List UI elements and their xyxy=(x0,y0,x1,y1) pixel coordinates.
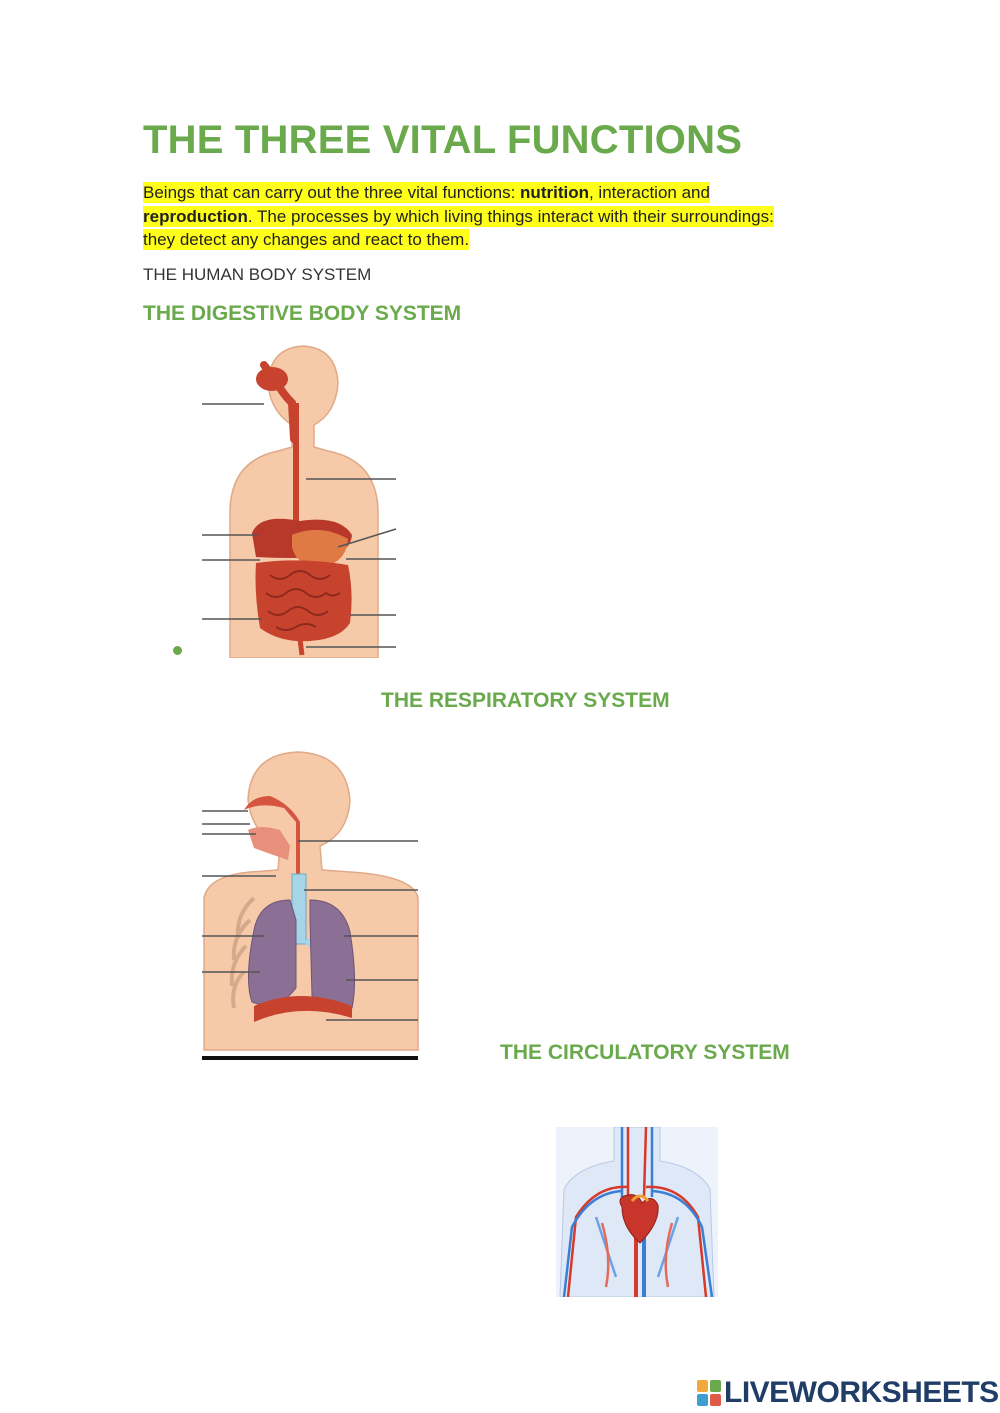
circulatory-system-diagram xyxy=(556,1127,718,1297)
intro-text-3: . The processes by which living things i… xyxy=(143,206,774,250)
liveworksheets-logo-icon xyxy=(697,1380,721,1406)
brand-name: LIVEWORKSHEETS xyxy=(724,1376,999,1409)
bullet-dot xyxy=(173,646,182,655)
subtitle-human-body: THE HUMAN BODY SYSTEM xyxy=(143,265,372,284)
intro-text-1: Beings that can carry out the three vita… xyxy=(143,183,521,202)
keyword-reproduction: reproduction xyxy=(143,206,248,226)
liveworksheets-logo: LIVEWORKSHEETS xyxy=(697,1376,999,1409)
intro-paragraph: Beings that can carry out the three vita… xyxy=(143,181,783,252)
digestive-system-diagram xyxy=(202,345,397,658)
heading-circulatory: THE CIRCULATORY SYSTEM xyxy=(500,1041,790,1064)
page-title: THE THREE VITAL FUNCTIONS xyxy=(143,118,743,162)
heading-respiratory: THE RESPIRATORY SYSTEM xyxy=(381,689,670,712)
respiratory-system-diagram xyxy=(202,751,419,1060)
keyword-nutrition: nutrition xyxy=(520,183,589,202)
heading-digestive: THE DIGESTIVE BODY SYSTEM xyxy=(143,302,462,325)
intro-text-2: , interaction and xyxy=(588,183,710,202)
